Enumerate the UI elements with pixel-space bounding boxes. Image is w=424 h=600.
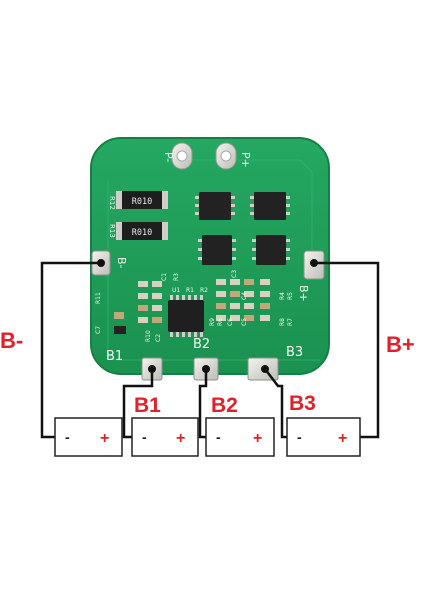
silk-r12: R12 xyxy=(108,196,116,210)
b-minus-pcb-label: B- xyxy=(115,257,128,269)
cell-minus-symbol: - xyxy=(216,429,221,445)
silk-r7: R7 xyxy=(287,318,294,326)
pcb-board: P- P+ R010 R010 R12 R13 xyxy=(90,137,330,381)
silk-c3: C3 xyxy=(231,270,238,278)
b2-pcb-label: B2 xyxy=(193,337,210,352)
p-plus-pad xyxy=(215,142,237,170)
cell-minus-symbol: - xyxy=(65,429,70,445)
shunt-top-marking: R010 xyxy=(132,197,152,207)
protection-ic xyxy=(168,295,204,337)
silk-u1: U1 xyxy=(172,287,180,294)
b-minus-label: B- xyxy=(0,328,23,353)
cell-plus-symbol: + xyxy=(100,430,109,447)
silk-c7: C7 xyxy=(95,326,102,334)
battery-cell: - + xyxy=(286,417,361,457)
b-plus-wire xyxy=(314,261,380,439)
b2-wire xyxy=(198,369,208,439)
silk-r8: R8 xyxy=(279,318,286,326)
b-minus-solder-dot xyxy=(97,259,105,267)
battery-cell: - + xyxy=(131,417,199,457)
silk-r6: R6 xyxy=(217,318,224,326)
silk-c6: C6 xyxy=(227,318,234,326)
silk-c2: C2 xyxy=(155,334,162,342)
b1-solder-dot xyxy=(148,365,156,373)
shunt-resistor-bottom: R010 xyxy=(116,222,168,240)
p-plus-label: P+ xyxy=(239,152,252,168)
cell-minus-symbol: - xyxy=(142,429,147,445)
b1-pcb-label: B1 xyxy=(106,349,123,364)
mosfet-chip xyxy=(250,192,290,220)
pcb-trace xyxy=(190,159,313,250)
cell-plus-symbol: + xyxy=(253,430,262,447)
silk-r2: R2 xyxy=(200,287,208,294)
p-minus-pad xyxy=(171,142,193,170)
silk-c4: C4 xyxy=(241,292,248,300)
b3-label: B3 xyxy=(289,392,316,415)
p-minus-label: P- xyxy=(162,152,175,162)
silk-r13: R13 xyxy=(108,224,116,238)
b2-solder-dot xyxy=(202,365,210,373)
pcb-trace xyxy=(107,180,320,361)
shunt-resistor-top: R010 xyxy=(116,191,168,209)
b1-label: B1 xyxy=(134,394,161,417)
silk-r1: R1 xyxy=(186,287,194,294)
b3-solder-dot xyxy=(261,365,269,373)
wiring xyxy=(40,261,380,439)
b-plus-pcb-label: B+ xyxy=(297,285,310,302)
mosfet-chip xyxy=(198,235,236,265)
b3-wire xyxy=(264,368,287,439)
shunt-bottom-marking: R010 xyxy=(132,228,152,238)
silk-r9: R9 xyxy=(209,318,216,326)
silk-r3: R3 xyxy=(173,273,180,281)
b-minus-wire xyxy=(40,261,101,439)
battery-cell: - + xyxy=(205,417,275,457)
mosfet-chip xyxy=(195,192,235,220)
silk-r11: R11 xyxy=(95,292,102,304)
mosfet-array xyxy=(195,192,290,265)
cell-plus-symbol: + xyxy=(338,430,347,447)
b-plus-solder-dot xyxy=(310,259,318,267)
b3-pcb-label: B3 xyxy=(286,345,303,360)
mosfet-chip xyxy=(252,235,290,265)
cell-minus-symbol: - xyxy=(297,429,302,445)
cell-plus-symbol: + xyxy=(176,430,185,447)
silk-c1: C1 xyxy=(161,273,168,281)
b1-wire xyxy=(122,369,154,439)
silk-r5: R5 xyxy=(287,292,294,300)
smd-cluster-right xyxy=(216,279,270,321)
battery-cell: - + xyxy=(54,417,123,457)
smd-cluster-left xyxy=(114,281,162,334)
silk-r4: R4 xyxy=(279,292,286,300)
battery-cells: - + - + - + - + xyxy=(54,417,361,457)
b2-label: B2 xyxy=(211,394,238,417)
silk-r10: R10 xyxy=(145,330,152,342)
silk-c5: C5 xyxy=(241,318,248,326)
b-plus-label: B+ xyxy=(386,332,415,357)
